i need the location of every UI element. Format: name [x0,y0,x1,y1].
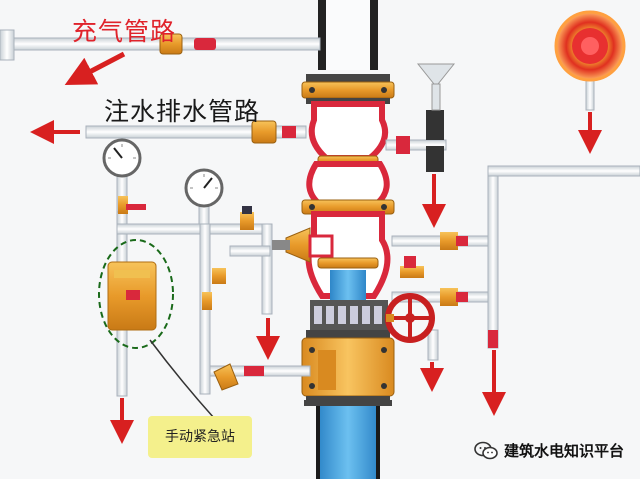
actuator-chamber [272,227,334,263]
operating-handwheel-icon [385,293,435,343]
pressure-gauge-left [102,138,142,215]
outflow-arrows [110,112,602,444]
water-supply-riser [304,400,392,479]
alarm-bell-icon [554,10,626,82]
pressure-gauge-center [184,168,224,231]
charge-flow-arrow [64,51,126,85]
fill-drain-pipeline [85,120,307,144]
top-riser-pipe [318,0,378,70]
charge-pipeline-label: 充气管路 [72,17,177,46]
watermark: 建筑水电知识平台 [474,440,624,461]
manual-emergency-station-label: 手动紧急站 [148,416,252,458]
charge-pipeline [0,29,321,61]
auxiliary-piping-left [98,196,311,419]
watermark-text: 建筑水电知识平台 [504,442,625,460]
auxiliary-piping-right [385,63,640,361]
wechat-logo-icon [474,441,498,459]
main-valve-body [301,74,395,404]
fill-drain-pipeline-label: 注水排水管路 [104,97,261,126]
